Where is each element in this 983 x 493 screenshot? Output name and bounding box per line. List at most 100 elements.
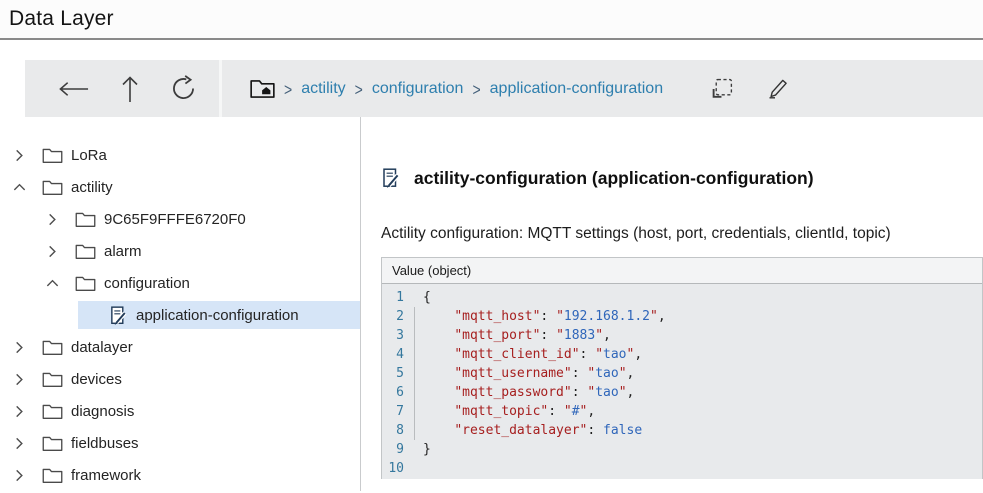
tree-item-application-configuration[interactable]: application-configuration [0,299,360,331]
tree-item-label: actility [71,178,113,196]
tree-item-label: configuration [104,274,190,292]
refresh-icon [173,75,194,99]
code-line-1: 1{ [382,288,982,307]
folder-icon [42,372,63,387]
content: LoRa actility 9C65F9FFFE6720F0 alarm configu… [0,117,983,491]
toolbar-actions [711,77,790,101]
line-text: "reset_datalayer": false [454,423,643,438]
breadcrumb-link-configuration[interactable]: configuration [371,79,464,97]
code-line-5: 5 "mqtt_username": "tao", [382,364,982,383]
code-line-2: 2 "mqtt_host": "192.168.1.2", [382,307,982,326]
tree-item-actility[interactable]: actility [0,171,360,203]
chevron-right-icon [16,149,23,161]
line-text [404,459,423,478]
code-area[interactable]: 1{2 "mqtt_host": "192.168.1.2",3 "mqtt_p… [382,284,982,478]
folder-icon [75,276,96,291]
tree-item-label: framework [71,466,142,484]
document-edit-icon [111,305,127,325]
up-arrow-icon [122,75,138,102]
value-editor[interactable]: Value (object) 1{2 "mqtt_host": "192.168… [381,257,983,479]
line-text: "mqtt_topic": "#", [454,404,596,419]
chevron-right-icon [49,245,56,257]
chevron-up-icon [46,279,59,286]
line-number: 2 [396,309,404,324]
line-text: "mqtt_password": "tao", [454,385,635,400]
line-number: 4 [396,347,404,362]
indent-guide [414,307,415,440]
tree-item-fieldbuses[interactable]: fieldbuses [0,427,360,459]
tree-item-label: alarm [104,242,142,260]
tree-item-label: fieldbuses [71,434,139,452]
tree-item-framework[interactable]: framework [0,459,360,491]
line-text: "mqtt_username": "tao", [454,366,635,381]
breadcrumb-link-application-configuration[interactable]: application-configuration [489,79,664,97]
line-number: 3 [396,328,404,343]
node-description: Actility configuration: MQTT settings (h… [381,225,891,242]
chevron-right-icon [16,469,23,481]
main-panel: actility-configuration (application-conf… [361,117,983,491]
toolbar: > actility > configuration > application-conf… [25,60,983,117]
tree-item-9C65F9FFFE6720F0[interactable]: 9C65F9FFFE6720F0 [0,203,360,235]
tree-item-diagnosis[interactable]: diagnosis [0,395,360,427]
tree-item-label: diagnosis [71,402,135,420]
folder-icon [75,244,96,259]
code-line-7: 7 "mqtt_topic": "#", [382,402,982,421]
chevron-right-icon [16,341,23,353]
code-line-3: 3 "mqtt_port": "1883", [382,326,982,345]
line-number: 5 [396,366,404,381]
edit-button[interactable] [766,77,790,101]
node-title-row: actility-configuration (application-conf… [381,166,983,190]
chevron-right-icon [16,405,23,417]
tree-item-LoRa[interactable]: LoRa [0,139,360,171]
tree-item-devices[interactable]: devices [0,363,360,395]
tree-item-label: LoRa [71,146,107,164]
folder-icon [42,436,63,451]
refresh-button[interactable] [170,75,197,102]
back-button[interactable] [57,79,90,99]
home-folder-icon [250,79,275,98]
pencil-icon [769,79,787,98]
toolbar-nav-group [25,75,219,103]
line-number: 6 [396,385,404,400]
line-number: 10 [388,461,404,476]
home-button[interactable] [250,79,275,99]
chevron-up-icon [13,183,26,190]
document-edit-icon [383,168,400,188]
tree-item-configuration[interactable]: configuration [0,267,360,299]
folder-icon [42,404,63,419]
code-line-10: 10 [382,459,982,478]
toolbar-separator [219,60,222,117]
breadcrumb-separator: > [472,78,481,99]
up-button[interactable] [120,75,140,103]
line-text: } [423,442,431,457]
breadcrumb-separator: > [284,78,293,99]
code-line-6: 6 "mqtt_password": "tao", [382,383,982,402]
page-title: Data Layer [9,7,114,30]
line-text: "mqtt_port": "1883", [454,328,611,343]
chevron-right-icon [49,213,56,225]
app-header: Data Layer [0,0,983,40]
breadcrumb-separator: > [354,78,363,99]
breadcrumb: > actility > configuration > application-conf… [222,79,663,99]
code-line-8: 8 "reset_datalayer": false [382,421,982,440]
folder-icon [75,212,96,227]
tree-item-label: 9C65F9FFFE6720F0 [104,210,246,228]
value-editor-header: Value (object) [382,258,982,284]
breadcrumb-links: > actility > configuration > application-conf… [284,78,664,99]
folder-icon [42,180,63,195]
tree: LoRa actility 9C65F9FFFE6720F0 alarm configu… [0,117,361,491]
line-text: "mqtt_client_id": "tao", [454,347,643,362]
folder-icon [42,340,63,355]
line-number: 8 [396,423,404,438]
chevron-right-icon [16,373,23,385]
breadcrumb-link-actility[interactable]: actility [301,79,346,97]
tree-item-label: datalayer [71,338,133,356]
duplicate-button[interactable] [711,77,734,100]
back-arrow-icon [59,81,89,96]
code-line-9: 9} [382,440,982,459]
tree-item-alarm[interactable]: alarm [0,235,360,267]
tree-item-datalayer[interactable]: datalayer [0,331,360,363]
folder-icon [42,148,63,163]
node-title: actility-configuration (application-conf… [414,167,814,188]
folder-icon [42,468,63,483]
